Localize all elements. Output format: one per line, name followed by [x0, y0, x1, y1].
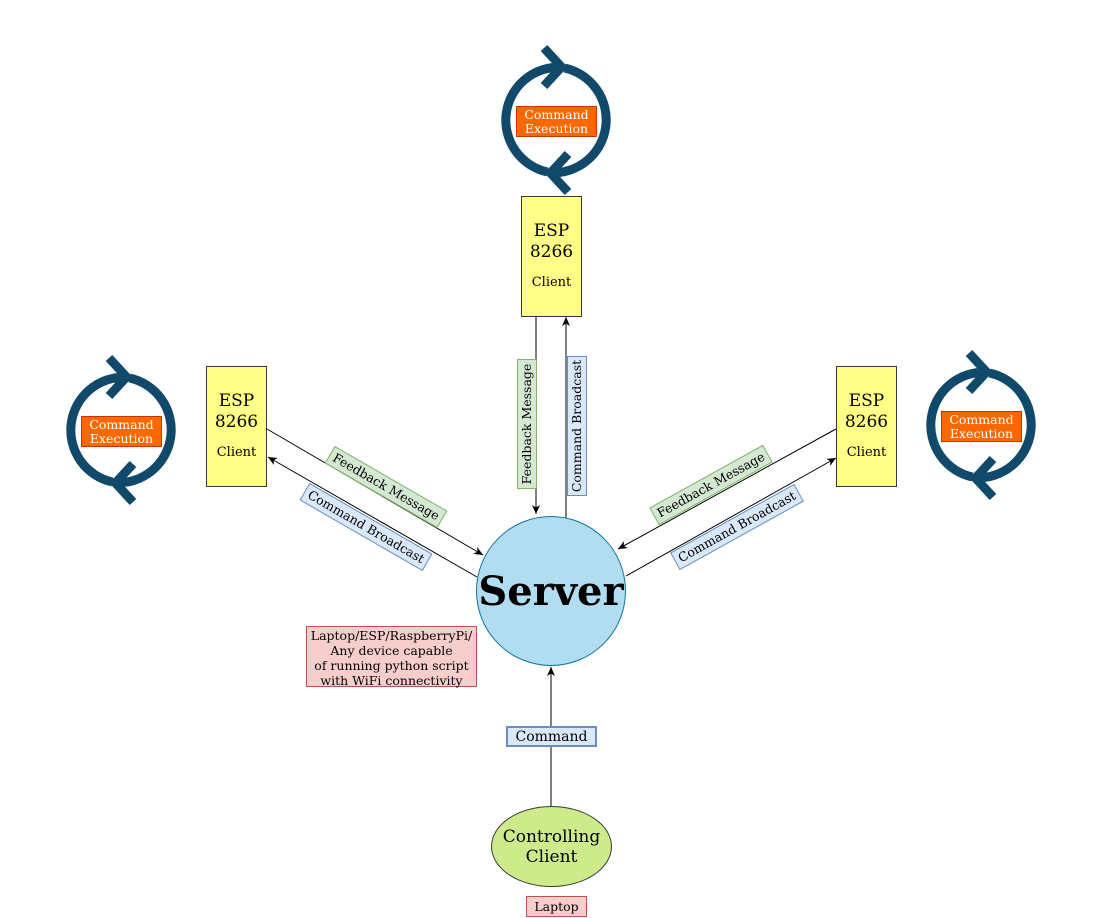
- controlling-client-node: Controlling Client: [491, 806, 612, 887]
- command-execution-label: Command Execution: [524, 107, 589, 136]
- broadcast-arrow-right: [625, 457, 837, 577]
- server-device-note: Laptop/ESP/RaspberryPi/ Any device capab…: [306, 626, 477, 688]
- esp-line2: 8266: [844, 412, 889, 432]
- esp-line2: 8266: [529, 242, 574, 262]
- command-execution-label: Command Execution: [949, 412, 1014, 441]
- esp-client-top: ESP 8266 Client: [521, 196, 582, 317]
- feedback-arrow-right: [617, 428, 837, 550]
- esp-line2: 8266: [214, 412, 259, 432]
- controller-device-note: Laptop: [526, 896, 587, 917]
- server-label: Server: [478, 567, 624, 615]
- command-broadcast-label-top: Command Broadcast: [567, 356, 587, 496]
- command-execution-badge-left: Command Execution: [81, 416, 162, 447]
- feedback-message-label-top: Feedback Message: [517, 359, 537, 489]
- command-label: Command: [506, 726, 597, 747]
- esp-client-right: ESP 8266 Client: [836, 366, 897, 487]
- esp-line1: ESP: [533, 221, 570, 241]
- broadcast-arrow-left: [267, 456, 478, 578]
- esp-client-label: Client: [216, 445, 257, 460]
- command-execution-badge-right: Command Execution: [941, 411, 1022, 442]
- esp-client-label: Client: [531, 275, 572, 290]
- esp-line1: ESP: [218, 391, 255, 411]
- esp-line1: ESP: [848, 391, 885, 411]
- command-execution-badge-top: Command Execution: [516, 106, 597, 137]
- esp-client-label: Client: [846, 445, 887, 460]
- esp-client-left: ESP 8266 Client: [206, 366, 267, 487]
- command-execution-label: Command Execution: [89, 417, 154, 446]
- server-node: Server: [476, 516, 626, 666]
